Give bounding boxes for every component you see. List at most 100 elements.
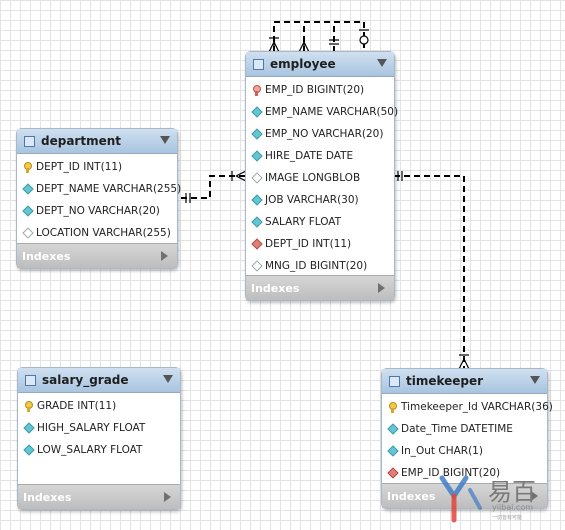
table-title: timekeeper xyxy=(406,374,484,388)
table-icon xyxy=(24,135,35,147)
table-header[interactable]: salary_grade xyxy=(18,368,180,393)
crows-foot-marker xyxy=(231,170,247,182)
table-employee[interactable]: employee EMP_ID BIGINT(20) EMP_NAME VARC… xyxy=(245,51,398,301)
one-marker xyxy=(397,171,403,181)
diamond-icon xyxy=(22,205,34,217)
column-row[interactable]: DEPT_NAME VARCHAR(255) xyxy=(17,178,181,200)
table-department[interactable]: department DEPT_ID INT(11) DEPT_NAME VAR… xyxy=(16,128,181,269)
diamond-icon xyxy=(251,128,263,140)
indexes-bar[interactable]: Indexes xyxy=(17,243,177,268)
indexes-label: Indexes xyxy=(387,489,436,503)
table-timekeeper[interactable]: timekeeper Timekeeper_Id VARCHAR(36) Dat… xyxy=(381,368,553,509)
indexes-label: Indexes xyxy=(22,249,71,263)
crows-foot-marker xyxy=(458,354,470,370)
primary-key-icon xyxy=(251,84,263,96)
column-row[interactable]: Date_Time DATETIME xyxy=(382,418,547,440)
table-header[interactable]: department xyxy=(17,129,177,154)
column-label: IMAGE LONGBLOB xyxy=(265,172,361,184)
column-label: HIRE_DATE DATE xyxy=(265,150,354,162)
indexes-label: Indexes xyxy=(23,490,72,504)
expand-arrow-icon[interactable] xyxy=(161,251,168,261)
diamond-icon xyxy=(251,216,263,228)
indexes-bar[interactable]: Indexes xyxy=(246,275,394,300)
foreign-key-icon xyxy=(387,467,399,479)
column-row[interactable]: In_Out CHAR(1) xyxy=(382,440,547,462)
zero-one-marker xyxy=(359,29,369,45)
column-label: Date_Time DATETIME xyxy=(401,423,513,435)
crows-foot-marker xyxy=(298,41,310,53)
column-row[interactable]: EMP_NO VARCHAR(20) xyxy=(246,123,394,145)
column-row[interactable]: DEPT_NO VARCHAR(20) xyxy=(17,200,177,222)
column-label: DEPT_NO VARCHAR(20) xyxy=(36,205,160,217)
collapse-arrow-icon[interactable] xyxy=(163,375,173,383)
column-label: DEPT_NAME VARCHAR(255) xyxy=(36,183,182,195)
watermark-slogan: 一切皆有可能 xyxy=(492,515,523,521)
dept-employee-line xyxy=(181,175,246,199)
indexes-bar[interactable]: Indexes xyxy=(18,484,180,509)
table-icon xyxy=(389,375,400,387)
diamond-icon xyxy=(251,106,263,118)
collapse-arrow-icon[interactable] xyxy=(377,59,387,67)
table-header[interactable]: timekeeper xyxy=(382,369,547,394)
column-label: HIGH_SALARY FLOAT xyxy=(37,422,146,434)
collapse-arrow-icon[interactable] xyxy=(160,136,170,144)
column-label: EMP_ID BIGINT(20) xyxy=(265,84,365,96)
column-label: EMP_ID BIGINT(20) xyxy=(401,467,501,479)
column-row[interactable]: LOW_SALARY FLOAT xyxy=(18,439,180,461)
column-row[interactable]: EMP_ID BIGINT(20) xyxy=(382,462,547,484)
collapse-arrow-icon[interactable] xyxy=(530,376,540,384)
column-row[interactable]: GRADE INT(11) xyxy=(18,395,180,417)
diamond-icon xyxy=(251,194,263,206)
key-icon xyxy=(23,400,35,412)
column-row[interactable]: LOCATION VARCHAR(255) xyxy=(17,222,177,244)
column-row[interactable]: Timekeeper_Id VARCHAR(36) xyxy=(382,396,553,418)
column-row[interactable]: SALARY FLOAT xyxy=(246,211,394,233)
column-row[interactable]: HIGH_SALARY FLOAT xyxy=(18,417,180,439)
column-label: DEPT_ID INT(11) xyxy=(265,238,352,250)
diamond-icon xyxy=(22,183,34,195)
table-salary-grade[interactable]: salary_grade GRADE INT(11) HIGH_SALARY F… xyxy=(17,367,181,510)
column-label: GRADE INT(11) xyxy=(37,400,117,412)
empty-diamond-icon xyxy=(22,227,34,239)
column-label: LOW_SALARY FLOAT xyxy=(37,444,143,456)
one-marker xyxy=(185,193,191,203)
table-title: employee xyxy=(270,57,336,71)
column-label: LOCATION VARCHAR(255) xyxy=(36,227,171,239)
self-relationship-line xyxy=(303,22,335,52)
empty-diamond-icon xyxy=(251,260,263,272)
column-row[interactable]: IMAGE LONGBLOB xyxy=(246,167,394,189)
column-label: SALARY FLOAT xyxy=(265,216,342,228)
crows-foot-marker xyxy=(268,37,280,53)
diamond-icon xyxy=(23,444,35,456)
diamond-icon xyxy=(251,150,263,162)
diamond-icon xyxy=(387,445,399,457)
watermark-url: yiibai.com xyxy=(492,503,534,512)
yiibai-logo-icon xyxy=(439,475,482,523)
indexes-label: Indexes xyxy=(251,281,300,295)
employee-timekeeper-line xyxy=(394,175,465,369)
column-row[interactable]: HIRE_DATE DATE xyxy=(246,145,394,167)
diamond-icon xyxy=(387,423,399,435)
column-label: EMP_NAME VARCHAR(50) xyxy=(265,106,399,118)
table-header[interactable]: employee xyxy=(246,52,394,77)
expand-arrow-icon[interactable] xyxy=(378,283,385,293)
column-row[interactable]: EMP_NAME VARCHAR(50) xyxy=(246,101,398,123)
column-label: Timekeeper_Id VARCHAR(36) xyxy=(401,401,553,413)
column-row[interactable]: JOB VARCHAR(30) xyxy=(246,189,394,211)
column-row[interactable]: DEPT_ID INT(11) xyxy=(246,233,394,255)
expand-arrow-icon[interactable] xyxy=(531,491,538,501)
column-row[interactable]: EMP_ID BIGINT(20) xyxy=(246,79,394,101)
table-icon xyxy=(25,374,36,386)
table-title: salary_grade xyxy=(42,373,129,387)
column-row[interactable]: MNG_ID BIGINT(20) xyxy=(246,255,394,277)
key-icon xyxy=(387,401,399,413)
empty-diamond-icon xyxy=(251,172,263,184)
expand-arrow-icon[interactable] xyxy=(164,492,171,502)
column-label: JOB VARCHAR(30) xyxy=(265,194,359,206)
one-marker xyxy=(329,39,339,45)
table-title: department xyxy=(41,134,121,148)
column-label: MNG_ID BIGINT(20) xyxy=(265,260,368,272)
column-label: In_Out CHAR(1) xyxy=(401,445,483,457)
column-row[interactable]: DEPT_ID INT(11) xyxy=(17,156,177,178)
